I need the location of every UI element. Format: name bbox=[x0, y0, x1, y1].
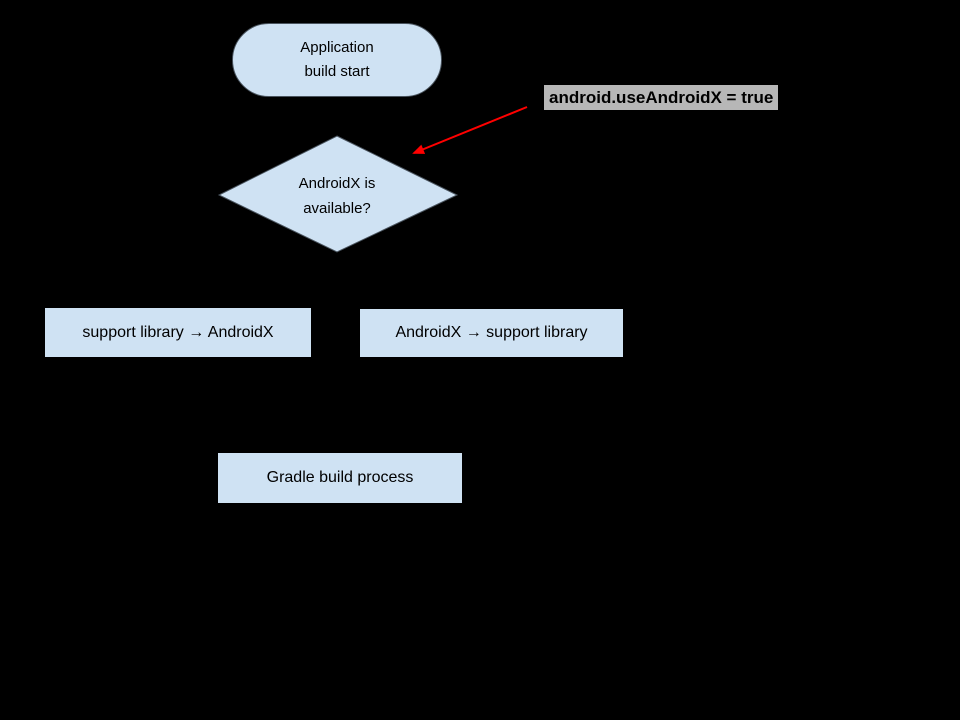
start-node-label: Application build start bbox=[300, 39, 374, 80]
gradle-build-process-node: Gradle build process bbox=[218, 453, 462, 503]
decision-diamond-shape bbox=[217, 135, 459, 253]
process-node-androidx-to-support-label: AndroidX → support library bbox=[395, 324, 588, 341]
gradle-build-process-node-label: Gradle build process bbox=[266, 469, 414, 486]
process-node-support-to-androidx: support library → AndroidX bbox=[45, 308, 311, 357]
decision-node: AndroidX is available? bbox=[247, 170, 427, 222]
process-node-support-to-androidx-label: support library → AndroidX bbox=[82, 323, 274, 341]
process-node-androidx-to-support: AndroidX → support library bbox=[360, 309, 623, 357]
annotation-arrow-icon bbox=[412, 106, 528, 154]
start-node: Application build start bbox=[232, 23, 442, 97]
decision-node-label: AndroidX is available? bbox=[298, 175, 376, 217]
annotation-label: android.useAndroidX = true bbox=[544, 85, 779, 110]
